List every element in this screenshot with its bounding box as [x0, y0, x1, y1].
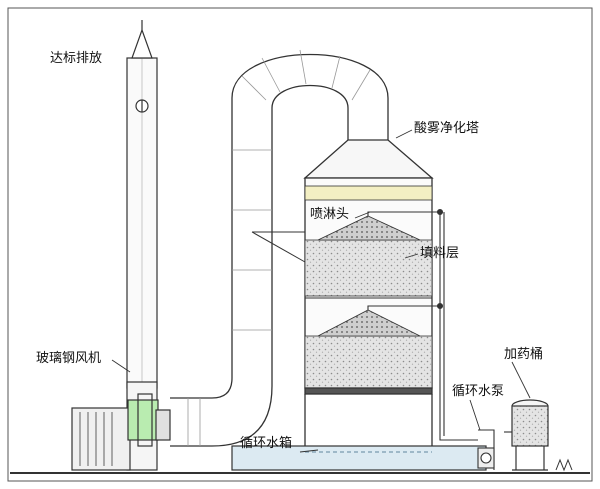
spray-cone-lower [317, 309, 421, 337]
label-packing: 填料层 [420, 246, 460, 261]
air-duct [170, 49, 389, 447]
support-grid [304, 387, 433, 395]
packing-layer-upper [304, 239, 433, 297]
label-tank: 循环水箱 [240, 436, 293, 451]
spray-cone-upper [317, 215, 421, 241]
label-exhaust: 达标排放 [50, 51, 103, 66]
leader-lines [111, 129, 531, 453]
label-spray-head: 喷淋头 [310, 207, 350, 222]
packing-layer-lower [304, 335, 433, 389]
demister-layer [304, 185, 433, 201]
exhaust-stack [126, 20, 158, 471]
dosing-tank [511, 399, 573, 472]
label-fan: 玻璃钢风机 [36, 351, 102, 366]
circulation-pipe [367, 208, 512, 470]
label-pump: 循环水泵 [452, 384, 505, 399]
frame-border [7, 7, 593, 482]
circulation-tank [231, 445, 487, 471]
circulation-pump [477, 447, 495, 469]
label-tower: 酸雾净化塔 [414, 121, 480, 136]
fiberglass-fan [71, 393, 171, 471]
purification-tower [303, 139, 434, 470]
label-dosing: 加药桶 [504, 347, 544, 362]
